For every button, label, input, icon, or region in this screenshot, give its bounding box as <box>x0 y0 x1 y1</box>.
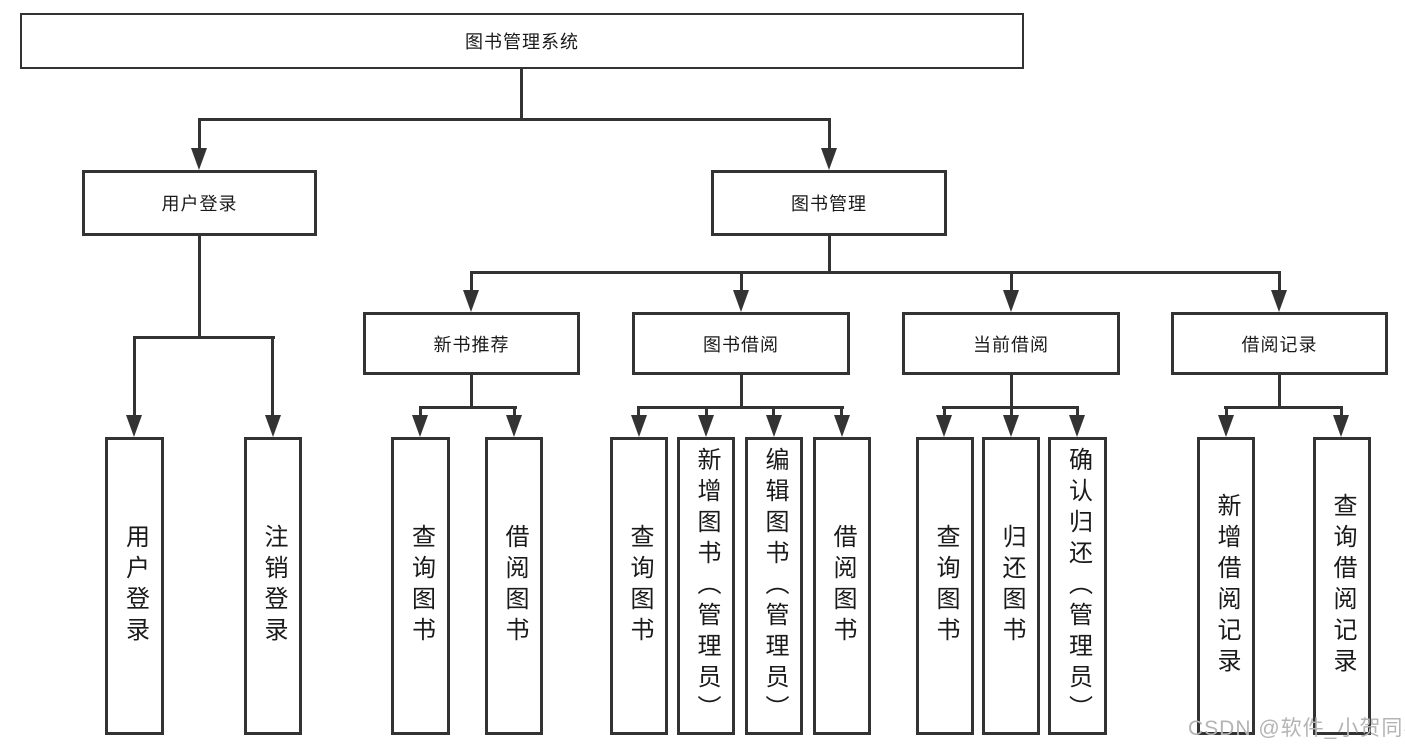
leaf-label: 注销登录 <box>260 524 287 648</box>
node-leaf-add-borrow-record: 新增借阅记录 <box>1197 437 1255 735</box>
connector-line <box>828 118 831 150</box>
node-new-book-recommend: 新书推荐 <box>363 312 580 375</box>
connector-line <box>1225 406 1228 417</box>
connector-line <box>1224 406 1343 409</box>
connector-line <box>198 118 201 150</box>
node-current-borrowing: 当前借阅 <box>902 312 1120 375</box>
connector-line <box>133 336 136 417</box>
connector-line <box>637 406 844 409</box>
leaf-label: 查询图书 <box>407 524 435 648</box>
node-leaf-add-book-admin: 新增图书（管理员） <box>677 437 735 735</box>
connector-line <box>271 336 274 417</box>
connector-line <box>513 406 516 417</box>
node-leaf-confirm-return-admin: 确认归还（管理员） <box>1048 437 1107 735</box>
connector-line <box>1076 406 1079 417</box>
arrowhead-down-icon <box>1003 290 1019 312</box>
arrowhead-down-icon <box>126 415 142 437</box>
arrowhead-down-icon <box>1271 290 1287 312</box>
connector-line <box>470 375 473 408</box>
leaf-label: 新增图书（管理员） <box>693 446 720 726</box>
leaf-label: 编辑图书（管理员） <box>761 446 788 726</box>
connector-line <box>1010 271 1013 292</box>
connector-line <box>828 236 831 274</box>
node-user-login: 用户登录 <box>82 170 317 236</box>
arrowhead-down-icon <box>1069 415 1085 437</box>
connector-line <box>1010 375 1013 408</box>
leaf-label: 归还图书 <box>998 524 1025 648</box>
arrowhead-down-icon <box>265 415 281 437</box>
connector-line <box>740 271 743 292</box>
connector-line <box>470 271 473 292</box>
arrowhead-down-icon <box>698 415 714 437</box>
connector-line <box>198 236 201 336</box>
node-leaf-borrow-books-recommend: 借阅图书 <box>485 437 543 735</box>
connector-line <box>772 406 775 417</box>
node-leaf-edit-book-admin: 编辑图书（管理员） <box>745 437 803 735</box>
connector-line <box>1278 375 1281 408</box>
connector-line <box>198 118 831 121</box>
leaf-label: 查询图书 <box>932 524 959 648</box>
leaf-label: 查询图书 <box>626 524 653 648</box>
node-leaf-borrow-books: 借阅图书 <box>813 437 871 735</box>
connector-line <box>705 406 708 417</box>
node-leaf-query-books-borrowing: 查询图书 <box>610 437 668 735</box>
arrowhead-down-icon <box>506 415 522 437</box>
leaf-label: 新增借阅记录 <box>1213 493 1240 679</box>
csdn-watermark: CSDN @软件_小贺同学 <box>1188 717 1405 740</box>
arrowhead-down-icon <box>412 415 428 437</box>
connector-line <box>840 406 843 417</box>
arrowhead-down-icon <box>821 148 837 170</box>
arrowhead-down-icon <box>766 415 782 437</box>
node-leaf-user-login: 用户登录 <box>105 437 164 735</box>
node-leaf-query-borrow-record: 查询借阅记录 <box>1313 437 1371 735</box>
connector-line <box>1010 406 1013 417</box>
leaf-label: 用户登录 <box>121 524 149 648</box>
connector-line <box>419 406 517 409</box>
arrowhead-down-icon <box>834 415 850 437</box>
connector-line <box>1278 271 1281 292</box>
node-root: 图书管理系统 <box>20 13 1024 69</box>
node-book-borrowing: 图书借阅 <box>632 312 850 375</box>
leaf-label: 查询借阅记录 <box>1329 493 1356 679</box>
node-book-management: 图书管理 <box>711 170 947 236</box>
node-leaf-logout: 注销登录 <box>244 437 302 735</box>
node-leaf-query-books-recommend: 查询图书 <box>391 437 450 735</box>
arrowhead-down-icon <box>631 415 647 437</box>
connector-line <box>419 406 422 417</box>
arrowhead-down-icon <box>1333 415 1349 437</box>
leaf-label: 确认归还（管理员） <box>1064 446 1092 726</box>
arrowhead-down-icon <box>1218 415 1234 437</box>
connector-line <box>470 271 1280 274</box>
connector-line <box>943 406 946 417</box>
arrowhead-down-icon <box>191 148 207 170</box>
arrowhead-down-icon <box>463 290 479 312</box>
connector-line <box>133 336 275 339</box>
node-leaf-query-books-current: 查询图书 <box>916 437 974 735</box>
connector-line <box>1340 406 1343 417</box>
node-leaf-return-book: 归还图书 <box>982 437 1040 735</box>
leaf-label: 借阅图书 <box>829 524 856 648</box>
connector-line <box>637 406 640 417</box>
leaf-label: 借阅图书 <box>501 524 528 648</box>
arrowhead-down-icon <box>1003 415 1019 437</box>
connector-line <box>740 375 743 408</box>
arrowhead-down-icon <box>733 290 749 312</box>
arrowhead-down-icon <box>936 415 952 437</box>
node-borrow-records: 借阅记录 <box>1171 312 1388 375</box>
connector-line <box>520 69 523 118</box>
